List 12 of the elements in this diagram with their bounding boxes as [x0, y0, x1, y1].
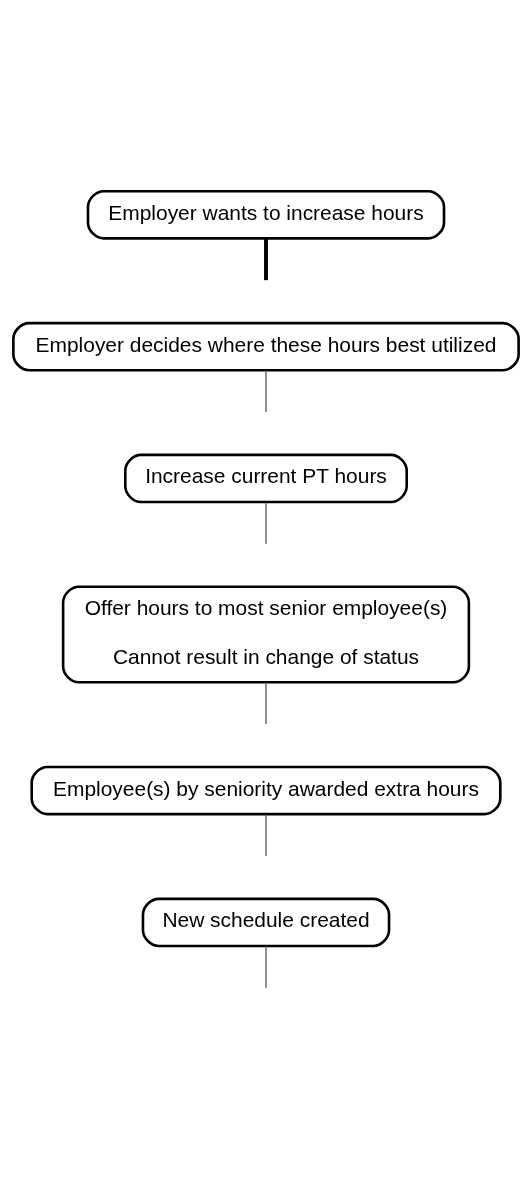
connector — [265, 813, 267, 857]
connector — [265, 944, 267, 988]
node-box: Employer decides where these hours best utilized — [12, 321, 520, 371]
node-box: New schedule created — [141, 897, 391, 947]
connector — [265, 681, 267, 725]
node-box: Employee(s) by seniority awarded extra hours — [30, 765, 502, 815]
node-box: Offer hours to most senior employee(s) Cannot result in change of status — [61, 584, 471, 684]
node-box: Employer wants to increase hours — [86, 189, 446, 240]
connector — [265, 369, 267, 413]
connector — [264, 238, 268, 280]
connector — [265, 501, 267, 544]
node-box: Increase current PT hours — [124, 453, 408, 503]
